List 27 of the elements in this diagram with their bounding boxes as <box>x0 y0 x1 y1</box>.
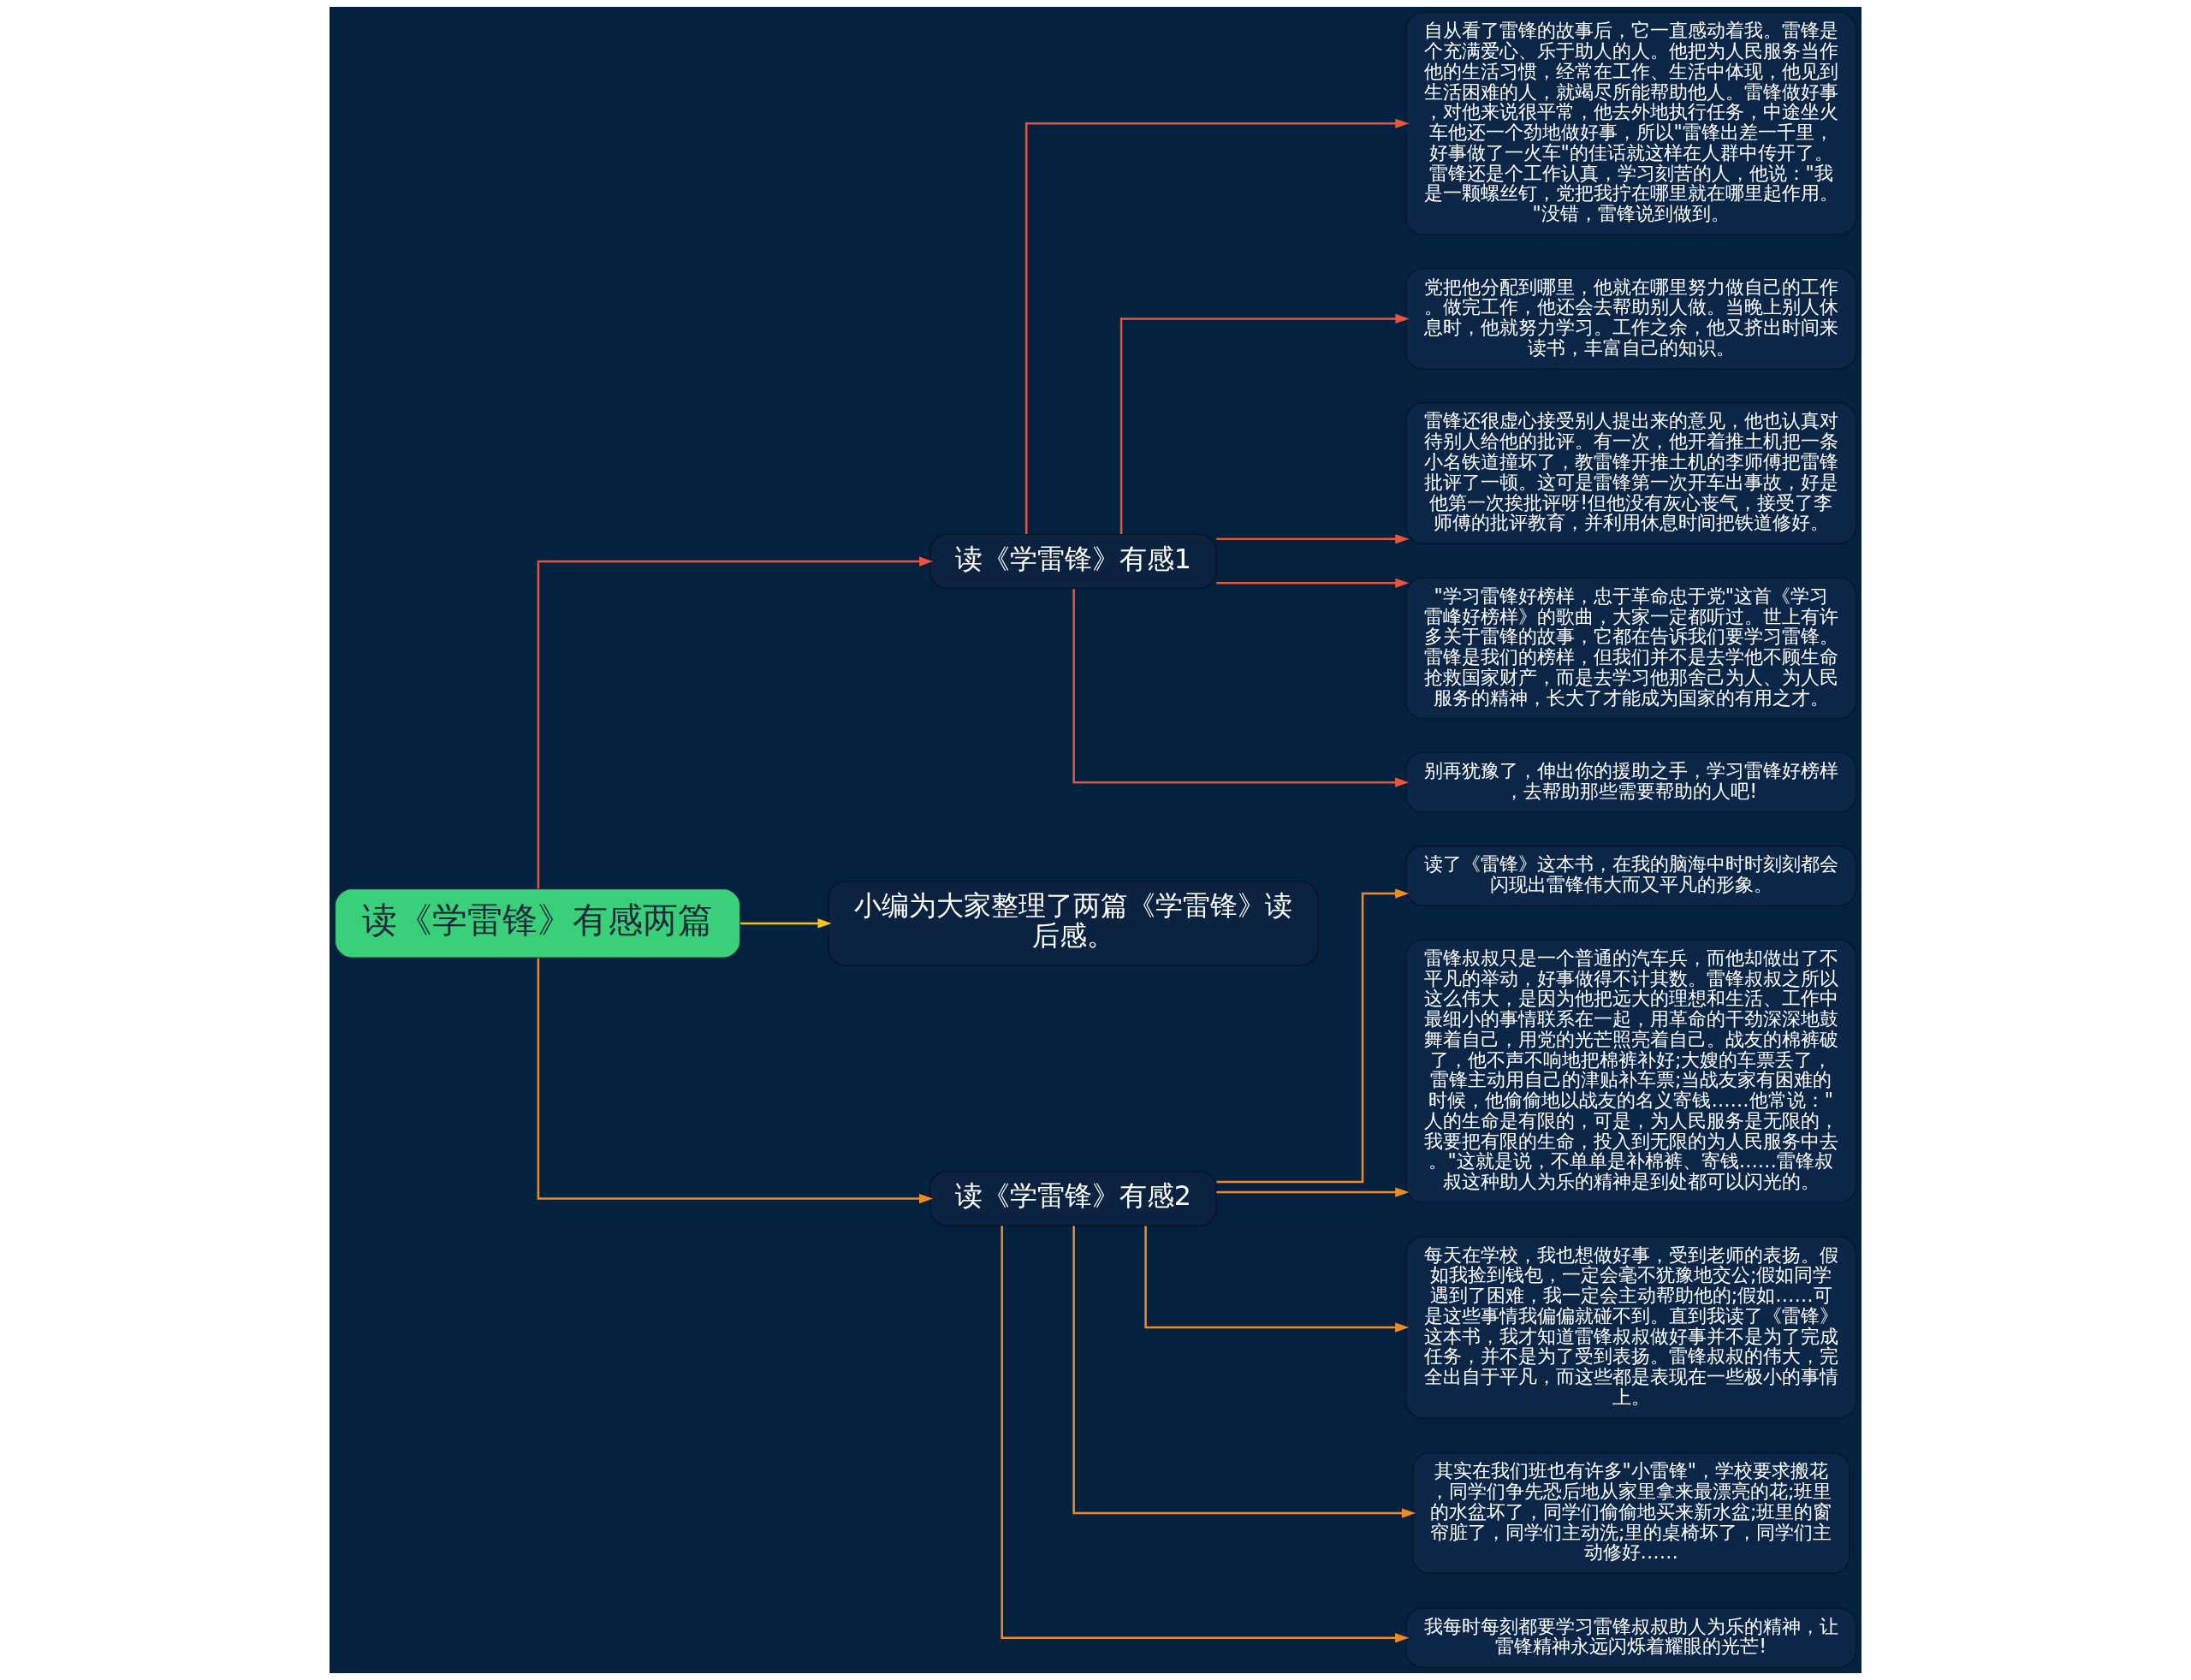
node-box: 读《学雷锋》有感2 <box>929 1171 1217 1226</box>
node-box: 雷锋叔叔只是一个普通的汽车兵，而他却做出了不平凡的举动，好事做得不计其数。雷锋叔叔之所以这么伟大，是因为他把远大的理想和生活、工作中最细小的事情联系在一起，用革命的干劲深深地鼓舞着自己，用党的光芒照亮着自己。战友的棉裤破了，他不声不响地把棉裤补好;大嫂的车票丢了，雷锋主动用自己的津贴补车票;当战友家有困难的时候，他偷偷地以战友的名义寄钱……他常说："人的生命是有限的，可是，为人民服务是无限的，我要把有限的生命，投入到无限的为人民服务中去。"这就是说，不单单是补棉裤、寄钱……雷锋叔叔这种助人为乐的精神是到处都可以闪光的。 <box>1404 939 1857 1204</box>
node-box: 小编为大家整理了两篇《学雷锋》读后感。 <box>828 881 1319 966</box>
arrow <box>1119 313 1410 534</box>
arrow <box>1072 1226 1416 1518</box>
arrow <box>1216 888 1410 1184</box>
arrow <box>537 556 934 889</box>
arrow <box>537 958 934 1204</box>
arrow <box>1000 1226 1410 1643</box>
node-box: 别再犹豫了，伸出你的援助之手，学习雷锋好榜样，去帮助那些需要帮助的人吧! <box>1404 751 1857 813</box>
node-box: 读《学雷锋》有感两篇 <box>334 887 741 959</box>
node-box: 我每时每刻都要学习雷锋叔叔助人为乐的精神，让雷锋精神永远闪烁着耀眼的光芒! <box>1404 1607 1857 1669</box>
arrow <box>1216 1187 1410 1197</box>
arrow <box>740 918 832 929</box>
node-box: "学习雷锋好榜样，忠于革命忠于党"这首《学习雷峰好榜样》的歌曲，大家一定都听过。世上有许多关于雷锋的故事，它都在告诉我们要学习雷锋。雷锋是我们的榜样，但我们并不是去学他不顾生命抢救国家财产，而是去学习他那舍己为人、为人民服务的精神，长大了才能成为国家的有用之才。 <box>1404 577 1857 720</box>
arrow <box>1144 1226 1410 1333</box>
arrow <box>1024 118 1410 534</box>
node-box: 读了《雷锋》这本书，在我的脑海中时时刻刻都会闪现出雷锋伟大而又平凡的形象。 <box>1404 845 1857 907</box>
node-box: 自从看了雷锋的故事后，它一直感动着我。雷锋是个充满爱心、乐于助人的人。他把为人民服务当作他的生活习惯，经常在工作、生活中体现，他见到生活困难的人，就竭尽所能帮助他人。雷锋做好事，对他来说很平常，他去外地执行任务，中途坐火车他还一个劲地做好事，所以"雷锋出差一千里，好事做了一火车"的佳话就这样在人群中传开了。雷锋还是个工作认真，学习刻苦的人，他说："我是一颗螺丝钉，党把我拧在哪里就在哪里起作用。"没错，雷锋说到做到。 <box>1404 11 1857 235</box>
node-box: 读《学雷锋》有感1 <box>929 533 1217 590</box>
node-box: 每天在学校，我也想做好事，受到老师的表扬。假如我捡到钱包，一定会毫不犹豫地交公;假如同学遇到了困难，我一定会主动帮助他的;假如……可是这些事情我偏偏就碰不到。直到我读了《雷锋》这本书，我才知道雷锋叔叔做好事并不是为了完成任务，并不是为了受到表扬。雷锋叔叔的伟大，完全出自于平凡，而这些都是表现在一些极小的事情上。 <box>1404 1236 1857 1419</box>
node-box: 其实在我们班也有许多"小雷锋"，学校要求搬花，同学们争先恐后地从家里拿来最漂亮的花;班里的水盆坏了，同学们偷偷地买来新水盆;班里的窗帘脏了，同学们主动洗;里的桌椅坏了，同学们主动修好…… <box>1411 1451 1850 1575</box>
arrow <box>1072 589 1410 787</box>
node-box: 党把他分配到哪里，他就在哪里努力做自己的工作。做完工作，他还会去帮助别人做。当晚上别人休息时，他就努力学习。工作之余，他又挤出时间来读书，丰富自己的知识。 <box>1404 268 1857 370</box>
arrow <box>1216 534 1410 544</box>
node-box: 雷锋还很虚心接受别人提出来的意见，他也认真对待别人给他的批评。有一次，他开着推土机把一条小名铁道撞坏了，教雷锋开推土机的李师傅把雷锋批评了一顿。这可是雷锋第一次开车出事故，好是他第一次挨批评呀!但他没有灰心丧气，接受了李师傅的批评教育，并利用休息时间把铁道修好。 <box>1404 401 1857 545</box>
arrow <box>1216 578 1410 588</box>
